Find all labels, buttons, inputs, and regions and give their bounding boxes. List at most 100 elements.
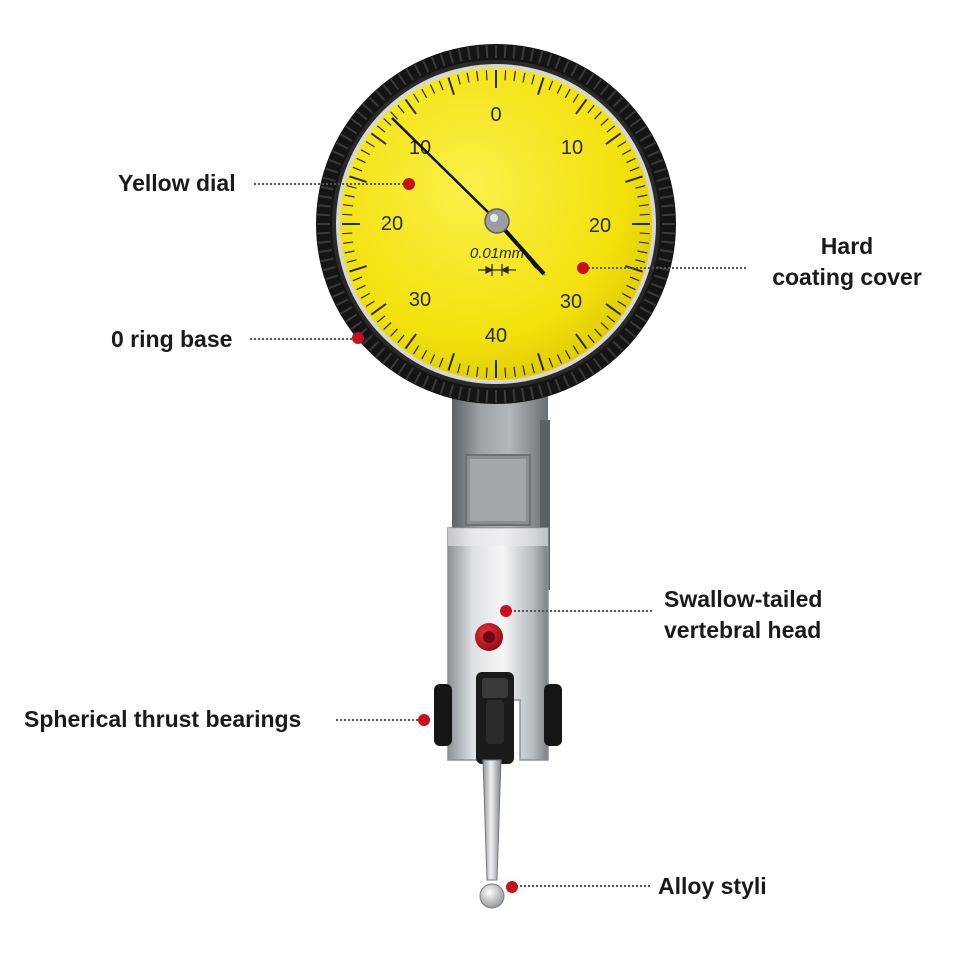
- dial-tick: [344, 250, 355, 254]
- knurl-ridge: [647, 150, 660, 158]
- dial-tick: [412, 345, 420, 355]
- dial-number-right-20: 20: [589, 215, 611, 237]
- dial-tick: [390, 111, 398, 120]
- knurl-ridge: [661, 231, 675, 235]
- callout-leaders: [250, 183, 748, 887]
- knurl-ridge: [529, 386, 535, 400]
- dial-tick: [556, 84, 563, 94]
- dial-tick: [342, 232, 353, 235]
- knurl-ridge: [340, 306, 353, 315]
- dial-tick: [625, 175, 643, 183]
- dial-tick: [617, 140, 627, 148]
- dial-tick: [572, 345, 580, 355]
- knurl-ridge: [503, 45, 507, 59]
- dial-tick: [548, 80, 554, 91]
- dial-tick: [438, 80, 444, 91]
- knurl-ridge: [520, 387, 525, 401]
- knurl-ridge: [328, 282, 342, 290]
- knurl-ridge: [529, 48, 535, 62]
- dial-tick: [383, 118, 392, 126]
- dial-tick: [587, 334, 595, 344]
- dial-tick: [343, 204, 354, 207]
- dial-tick: [383, 322, 392, 330]
- label-hard-coating-cover-line2: coating cover: [772, 264, 922, 290]
- knurl-ridge: [413, 371, 422, 384]
- dial-tick: [537, 77, 545, 95]
- label-alloy-styli: Alloy styli: [658, 873, 767, 899]
- dial-number-left-20: 20: [381, 213, 403, 235]
- dial-tick: [344, 194, 355, 198]
- knurl-ridge: [639, 306, 652, 315]
- knurl-ridge: [650, 282, 664, 290]
- knurl-ridge: [578, 367, 587, 380]
- knurl-ridge: [340, 133, 353, 142]
- dial-tick: [429, 354, 436, 364]
- knurl-ridge: [375, 90, 386, 102]
- dial-tick: [504, 367, 507, 378]
- knurl-ridge: [405, 68, 414, 81]
- dial-number-right-10: 10: [561, 137, 583, 159]
- knurl-ridge: [643, 298, 656, 307]
- knurl-ridge: [413, 64, 422, 77]
- knurl-ridge: [599, 352, 610, 364]
- knurl-ridge: [345, 125, 358, 135]
- knurl-ridge: [332, 290, 345, 298]
- knurl-ridge: [624, 110, 636, 121]
- dial-tick: [360, 292, 371, 299]
- dial-tick: [376, 315, 386, 323]
- dial-unit-label: 0.01mm: [470, 245, 524, 262]
- dial-tick: [485, 367, 488, 378]
- knurl-ridge: [356, 110, 368, 121]
- knurl-ridge: [467, 387, 472, 401]
- dial-tick: [476, 71, 479, 82]
- knurl-ridge: [476, 388, 480, 403]
- knurl-ridge: [653, 274, 667, 281]
- swallow-tailed-head: [434, 527, 562, 764]
- dial-tick: [617, 300, 627, 308]
- knurl-ridge: [368, 340, 380, 352]
- dial-tick: [575, 333, 588, 350]
- knurl-ridge: [317, 204, 332, 208]
- dial-tick: [564, 88, 571, 99]
- knurl-ridge: [599, 84, 610, 96]
- knurl-ridge: [659, 195, 673, 200]
- knurl-ridge: [368, 96, 380, 108]
- dial-tick: [513, 366, 516, 377]
- knurl-ridge: [660, 240, 675, 244]
- label-yellow-dial: Yellow dial: [118, 170, 236, 196]
- dial-tick: [522, 72, 526, 83]
- knurl-ridge: [629, 117, 642, 128]
- dial-tick: [637, 250, 648, 254]
- knurl-ridge: [325, 167, 339, 174]
- label-ring-base: 0 ring base: [111, 326, 233, 352]
- knurl-ridge: [618, 103, 630, 114]
- dial-tick: [352, 276, 363, 282]
- knurl-ridge: [382, 84, 393, 96]
- knurl-ridge: [345, 313, 358, 323]
- dial-assembly: 0 10 10 20 20 30 30 40 0.01mm: [316, 44, 676, 404]
- label-swallow-tailed-head-line1: Swallow-tailed: [664, 586, 823, 612]
- knurl-ridge: [430, 378, 438, 392]
- knurl-ridge: [661, 213, 675, 217]
- knurl-ridge: [639, 133, 652, 142]
- dial-tick: [404, 98, 417, 115]
- label-swallow-tailed-head-line2: vertebral head: [664, 617, 822, 643]
- dial-tick: [621, 149, 632, 156]
- dial-tick: [343, 241, 354, 244]
- dial-tick: [390, 328, 398, 337]
- marker-dot: [506, 881, 518, 893]
- knurl-ridge: [554, 56, 562, 70]
- knurl-ridge: [503, 389, 507, 403]
- knurl-ridge: [658, 257, 672, 263]
- knurl-ridge: [562, 60, 570, 73]
- dial-tick: [365, 300, 375, 308]
- knurl-ridge: [389, 78, 400, 91]
- knurl-ridge: [546, 381, 553, 395]
- dial-tick: [605, 303, 622, 316]
- knurl-ridge: [317, 231, 331, 235]
- dial-tick: [421, 349, 428, 360]
- label-hard-coating-cover-line1: Hard: [820, 233, 874, 259]
- dial-tick: [447, 77, 455, 95]
- knurl-ridge: [448, 50, 455, 64]
